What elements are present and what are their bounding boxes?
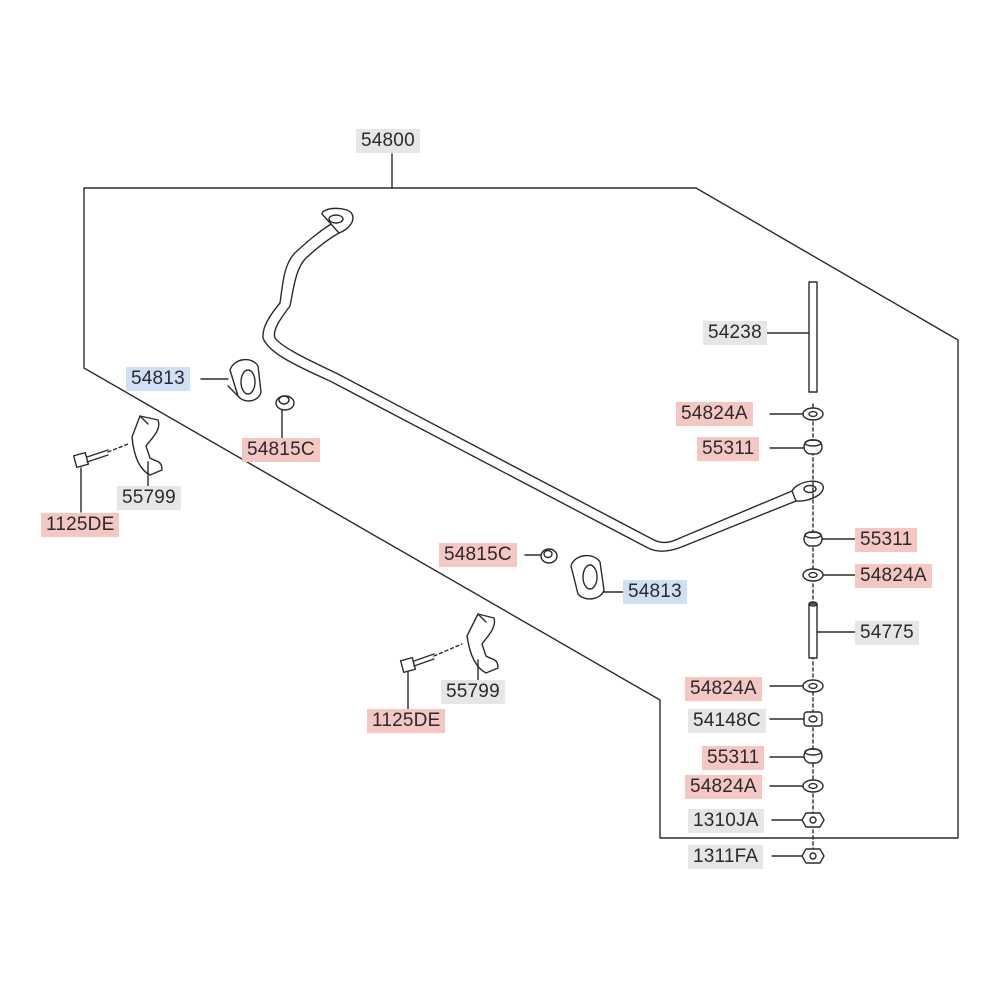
callout-54238[interactable]: 54238 xyxy=(703,321,767,345)
callout-54824a-top[interactable]: 54824A xyxy=(676,402,753,426)
callout-54800[interactable]: 54800 xyxy=(356,129,420,153)
callout-55799-right[interactable]: 55799 xyxy=(441,680,505,704)
washer-low-1 xyxy=(769,679,824,693)
callout-54815c-left[interactable]: 54815C xyxy=(242,438,320,462)
bushing-top xyxy=(769,439,823,455)
collar-left xyxy=(275,395,295,439)
bushing-mid xyxy=(803,531,856,547)
callout-54824a-low-2[interactable]: 54824A xyxy=(685,775,762,799)
callout-55311-top[interactable]: 55311 xyxy=(697,437,760,461)
bushing-low xyxy=(769,748,823,764)
callout-55799-left[interactable]: 55799 xyxy=(117,486,181,510)
callout-54148c[interactable]: 54148C xyxy=(688,709,766,733)
nut-1 xyxy=(771,812,825,828)
callout-54815c-right[interactable]: 54815C xyxy=(439,543,517,567)
bolt-right xyxy=(399,643,463,711)
callout-54824a-mid[interactable]: 54824A xyxy=(855,564,932,588)
washer-low-2 xyxy=(769,779,824,793)
callout-1125de-right[interactable]: 1125DE xyxy=(367,709,446,733)
stud xyxy=(765,281,818,393)
nut-2 xyxy=(771,848,825,864)
bushing-left xyxy=(200,359,262,402)
spacer-tube xyxy=(808,601,856,659)
callout-54824a-low-1[interactable]: 54824A xyxy=(685,677,762,701)
callout-55311-low[interactable]: 55311 xyxy=(702,746,765,770)
callout-54813-right[interactable]: 54813 xyxy=(623,580,687,604)
bolt-left xyxy=(72,443,129,513)
bracket-left xyxy=(131,415,163,487)
callout-1310ja[interactable]: 1310JA xyxy=(688,809,764,833)
callout-55311-mid[interactable]: 55311 xyxy=(855,528,918,552)
stabilizer-bar xyxy=(262,207,824,552)
bushing-right xyxy=(570,555,625,600)
assembly-boundary xyxy=(83,187,959,839)
retainer xyxy=(769,711,823,727)
collar-right xyxy=(524,548,558,564)
bracket-right xyxy=(466,613,499,687)
callout-54813-left[interactable]: 54813 xyxy=(126,367,190,391)
callout-1125de-left[interactable]: 1125DE xyxy=(41,513,120,537)
washer-mid xyxy=(802,568,856,582)
callout-1311fa[interactable]: 1311FA xyxy=(688,845,764,869)
callout-54775[interactable]: 54775 xyxy=(855,621,919,645)
washer-top xyxy=(769,407,824,421)
